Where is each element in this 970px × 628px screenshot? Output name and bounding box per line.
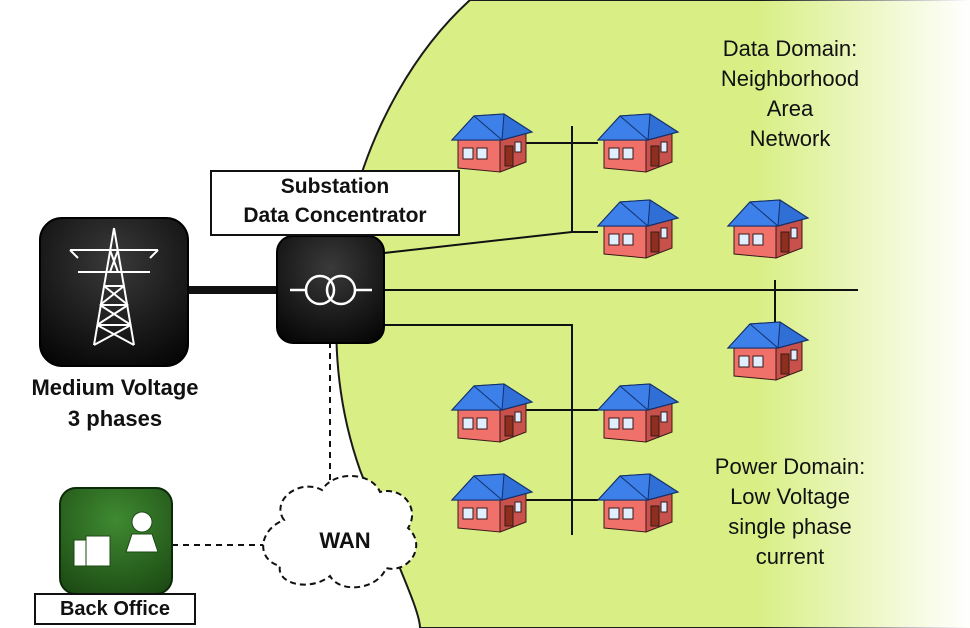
substation-label-line1: Substation <box>280 175 390 198</box>
back-office-icon <box>59 487 173 595</box>
data-domain-line3: Area <box>766 96 814 121</box>
power-domain-line3: single phase <box>728 514 852 539</box>
medium-voltage-label: Medium Voltage 3 phases <box>10 372 220 434</box>
data-domain-label: Data Domain: Neighborhood Area Network <box>690 34 890 154</box>
medium-voltage-line1: Medium Voltage <box>31 375 199 400</box>
transformer-icon <box>276 235 385 344</box>
data-domain-line1: Data Domain: <box>722 36 858 61</box>
power-domain-line1: Power Domain: <box>714 454 866 479</box>
wan-label: WAN <box>319 528 371 553</box>
wan-cloud-icon <box>262 475 418 589</box>
data-domain-line4: Network <box>749 126 831 151</box>
network-lines <box>172 126 858 546</box>
back-office-label: Back Office <box>34 593 196 625</box>
domain-fade <box>760 0 970 628</box>
power-domain-label: Power Domain: Low Voltage single phase c… <box>690 452 890 572</box>
substation-label: Substation Data Concentrator <box>210 170 460 236</box>
medium-voltage-line2: 3 phases <box>67 406 163 431</box>
transmission-tower-icon <box>39 217 189 367</box>
substation-label-line2: Data Concentrator <box>243 204 427 227</box>
data-domain-line2: Neighborhood <box>720 66 860 91</box>
power-domain-line2: Low Voltage <box>730 484 850 509</box>
power-domain-line4: current <box>755 544 825 569</box>
